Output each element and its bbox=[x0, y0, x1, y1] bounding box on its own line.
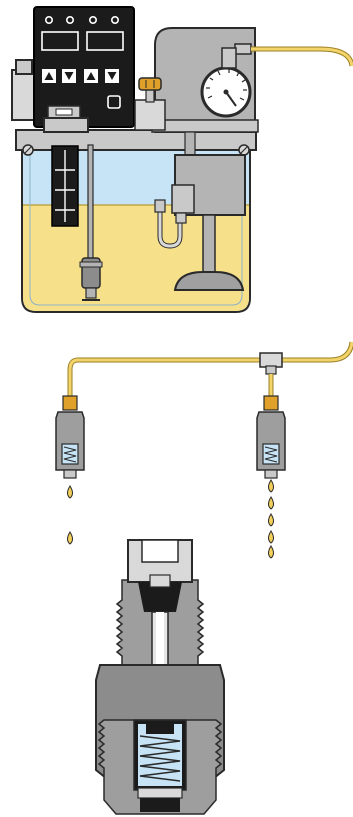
display-left bbox=[42, 32, 78, 50]
distribution-line bbox=[70, 342, 352, 398]
controller-mount bbox=[44, 118, 88, 132]
oil-drop-icon bbox=[269, 531, 274, 543]
side-bracket bbox=[12, 60, 36, 120]
oil-drop-icon bbox=[269, 480, 274, 492]
oil-drop-icon bbox=[269, 497, 274, 509]
distributor-left bbox=[56, 396, 84, 544]
tee-fitting bbox=[260, 353, 282, 374]
level-indicator bbox=[52, 146, 78, 226]
valve-knob bbox=[135, 78, 165, 130]
display-right bbox=[87, 32, 123, 50]
distributor-right bbox=[257, 396, 285, 558]
oil-drop-icon bbox=[68, 532, 73, 544]
oil-drop-icon bbox=[68, 486, 73, 498]
pressure-gauge-icon bbox=[202, 68, 250, 116]
pump-unit bbox=[12, 7, 352, 312]
metering-unit-cutaway bbox=[96, 540, 224, 814]
oil-drop-icon bbox=[269, 546, 274, 558]
oil-drop-icon bbox=[269, 514, 274, 526]
controller-box bbox=[34, 7, 134, 127]
